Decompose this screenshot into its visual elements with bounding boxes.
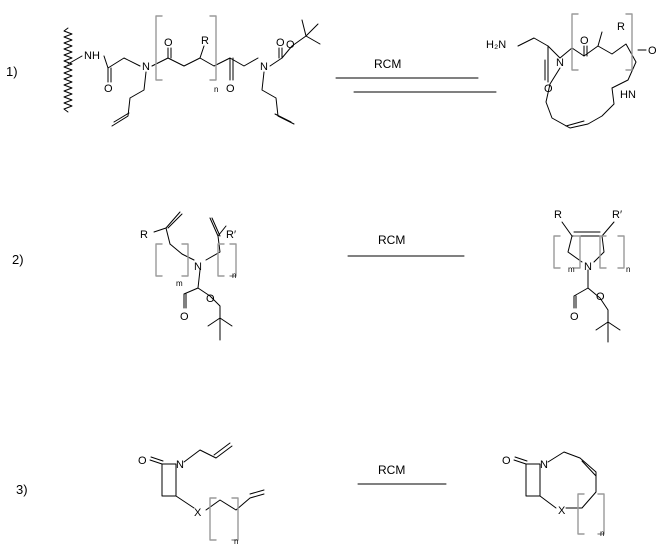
svg-text:m: m xyxy=(568,265,575,274)
svg-text:N: N xyxy=(540,459,548,471)
svg-text:N: N xyxy=(584,261,592,273)
product-1-bracket-right xyxy=(625,13,633,71)
reaction-1-product: H₂N O N O R O HN xyxy=(486,13,657,129)
reactant-1-backbone xyxy=(67,55,83,65)
reaction-2-reactant: R R′ N m n O O xyxy=(140,211,237,341)
svg-text:O: O xyxy=(226,83,235,95)
repeat-bracket-left xyxy=(155,15,163,81)
svg-text:O: O xyxy=(276,37,285,49)
svg-text:n: n xyxy=(214,85,218,94)
reaction-2-number: 2) xyxy=(12,252,24,267)
svg-text:O: O xyxy=(206,293,215,305)
reaction-2-product: R R′ N m n O O xyxy=(553,209,630,343)
reaction-2-arrow: RCM xyxy=(347,233,465,257)
reaction-3-number: 3) xyxy=(16,482,28,497)
product-1-ring xyxy=(517,37,637,129)
svg-text:O: O xyxy=(164,37,173,49)
svg-text:O: O xyxy=(502,455,511,467)
svg-text:R′: R′ xyxy=(612,209,622,221)
svg-text:R: R xyxy=(140,229,148,241)
svg-text:N: N xyxy=(142,61,150,73)
reaction-1-number: 1) xyxy=(6,64,18,79)
reaction-1-arrow: RCM xyxy=(335,57,497,93)
product-2-ring xyxy=(561,221,615,237)
svg-text:n: n xyxy=(234,537,238,546)
nh-label: NH xyxy=(84,50,100,62)
svg-text:O: O xyxy=(104,83,113,95)
svg-text:O: O xyxy=(570,311,579,323)
reaction-1-arrow-label: RCM xyxy=(374,57,401,71)
svg-text:X: X xyxy=(194,507,202,519)
svg-text:H₂N: H₂N xyxy=(486,39,506,51)
svg-text:N: N xyxy=(556,57,564,69)
svg-text:O: O xyxy=(596,291,605,303)
butenyl-chain-1 xyxy=(111,71,147,127)
svg-text:O: O xyxy=(138,455,147,467)
svg-text:O: O xyxy=(286,39,295,51)
reaction-2: 2) R R′ N m n O O xyxy=(12,209,630,343)
reaction-3-product: O N X n xyxy=(502,451,605,538)
reaction-3-arrow-label: RCM xyxy=(378,463,405,477)
svg-text:R′: R′ xyxy=(226,229,236,241)
svg-text:O: O xyxy=(648,45,657,57)
svg-text:N: N xyxy=(260,61,268,73)
svg-text:n: n xyxy=(600,529,604,538)
svg-text:X: X xyxy=(558,505,566,517)
svg-text:N: N xyxy=(194,261,202,273)
reaction-2-arrow-label: RCM xyxy=(378,233,405,247)
solid-support-wavy-line xyxy=(63,27,73,113)
reaction-1: 1) xyxy=(6,13,657,129)
svg-text:n: n xyxy=(232,271,236,280)
svg-text:m: m xyxy=(176,279,183,288)
beta-lactam-ring xyxy=(161,463,177,497)
reaction-3-arrow: RCM xyxy=(357,463,447,485)
product-1-bracket-left xyxy=(571,13,579,71)
svg-text:R: R xyxy=(201,35,209,47)
bicyclic-lactam-ring xyxy=(525,463,541,497)
reaction-1-reactant: NH O N O n R O N O O xyxy=(63,15,321,127)
svg-text:N: N xyxy=(176,459,184,471)
svg-text:n: n xyxy=(626,265,630,274)
repeat-bracket-right xyxy=(209,15,217,81)
reaction-3: 3) O N X n RCM xyxy=(16,442,605,546)
svg-text:R: R xyxy=(554,209,562,221)
svg-text:O: O xyxy=(580,35,589,47)
reaction-3-reactant: O N X n xyxy=(138,442,265,546)
svg-text:O: O xyxy=(180,311,189,323)
svg-text:R: R xyxy=(617,21,625,33)
butenyl-chain-2 xyxy=(261,71,295,125)
svg-text:HN: HN xyxy=(620,89,636,101)
svg-text:O: O xyxy=(544,83,553,95)
